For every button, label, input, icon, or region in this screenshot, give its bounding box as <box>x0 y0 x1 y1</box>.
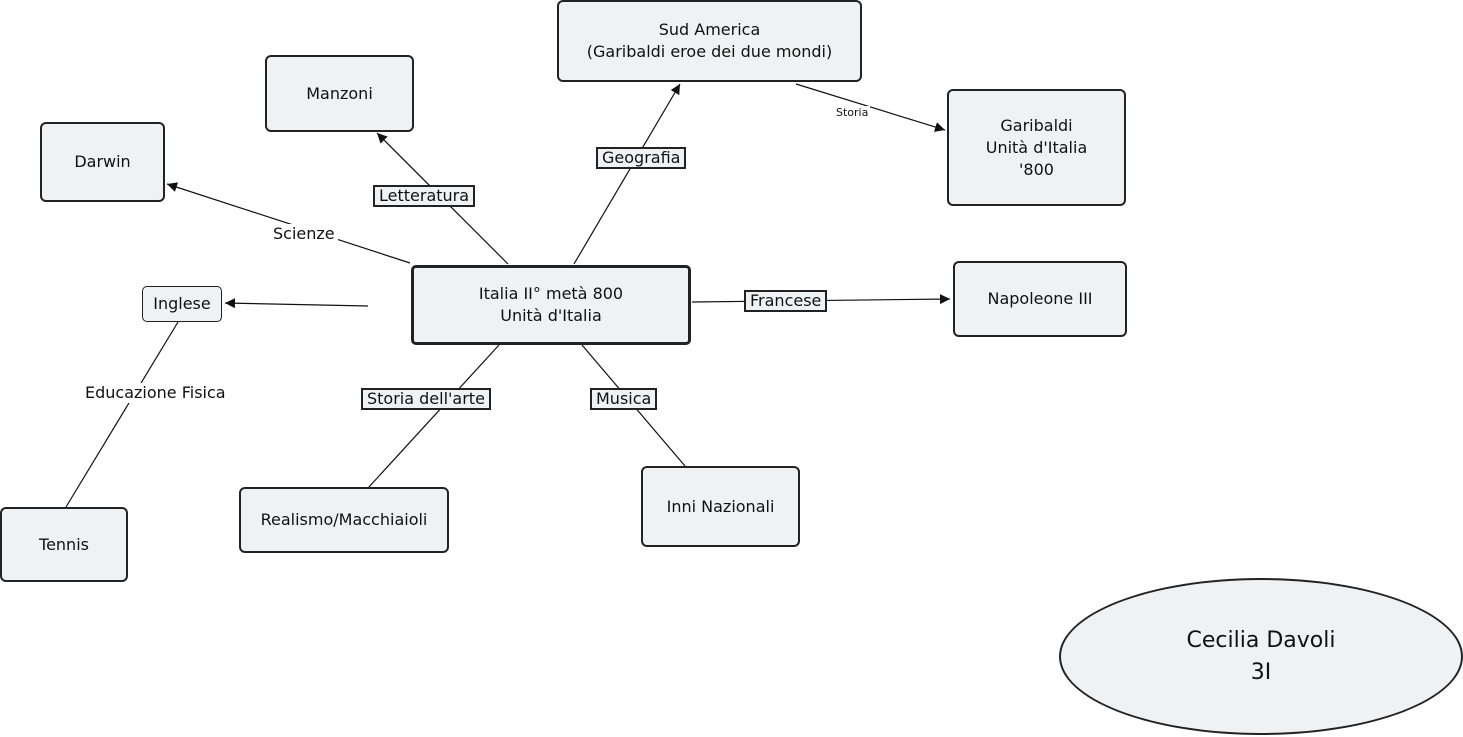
node-central-topic[interactable]: Italia II° metà 800 Unità d'Italia <box>411 265 691 345</box>
node-realismo[interactable]: Realismo/Macchiaioli <box>239 487 449 553</box>
link-label-musica[interactable]: Musica <box>590 388 658 410</box>
link-label-francese[interactable]: Francese <box>744 290 828 312</box>
node-sud-america[interactable]: Sud America (Garibaldi eroe dei due mond… <box>557 0 862 82</box>
link-label-storia[interactable]: Storia <box>834 106 871 119</box>
node-darwin[interactable]: Darwin <box>40 122 165 202</box>
node-tennis[interactable]: Tennis <box>0 507 128 582</box>
edge-educazione-fisica <box>65 321 179 508</box>
link-label-storia-arte[interactable]: Storia dell'arte <box>361 388 491 410</box>
node-author[interactable]: Cecilia Davoli 3I <box>1059 578 1463 735</box>
node-inglese[interactable]: Inglese <box>142 286 222 322</box>
node-inni-nazionali[interactable]: Inni Nazionali <box>641 466 800 547</box>
link-label-letteratura[interactable]: Letteratura <box>373 185 476 207</box>
edge-storia-arte <box>367 344 500 489</box>
node-manzoni[interactable]: Manzoni <box>265 55 414 132</box>
edge-geografia <box>573 83 681 265</box>
link-label-scienze[interactable]: Scienze <box>270 224 338 244</box>
node-garibaldi[interactable]: Garibaldi Unità d'Italia '800 <box>947 89 1126 206</box>
link-label-geografia[interactable]: Geografia <box>596 147 687 169</box>
link-label-educazione-fisica[interactable]: Educazione Fisica <box>82 383 229 403</box>
edge-inglese <box>224 298 369 309</box>
edge-storia <box>795 83 946 132</box>
node-napoleone[interactable]: Napoleone III <box>953 261 1127 337</box>
edge-scienze <box>166 182 411 264</box>
